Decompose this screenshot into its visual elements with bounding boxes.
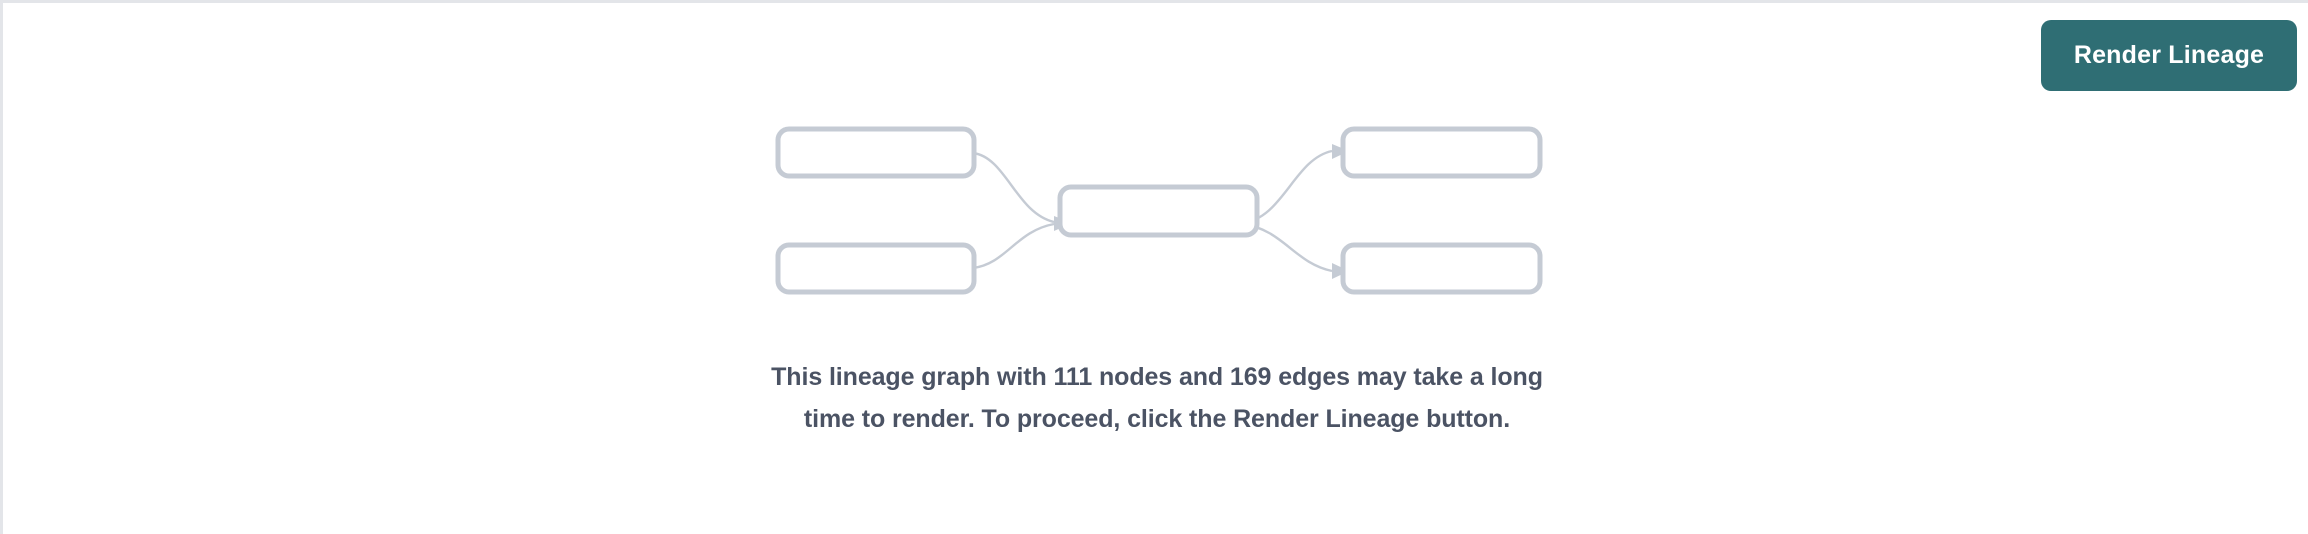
graph-node-focus	[1057, 184, 1260, 238]
lineage-warning-message: This lineage graph with 111 nodes and 16…	[771, 363, 1543, 433]
graph-node-upstream-1	[775, 126, 977, 179]
graph-node-downstream-1	[1340, 126, 1543, 179]
edge-upstream-1-to-focus	[972, 151, 1055, 224]
render-lineage-button[interactable]: Render Lineage	[2041, 20, 2297, 91]
lineage-graph-placeholder-icon	[738, 121, 1578, 301]
graph-node-downstream-2	[1340, 242, 1543, 295]
graph-node-upstream-2	[775, 242, 977, 295]
edge-upstream-2-to-focus	[972, 222, 1055, 270]
